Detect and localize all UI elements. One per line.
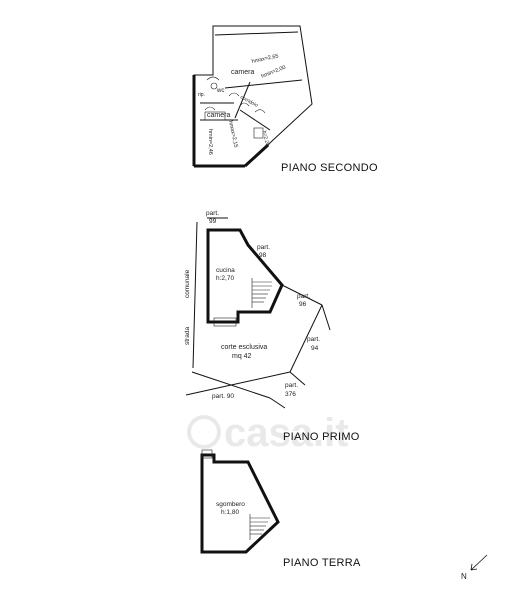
street-label-strada: strada (184, 327, 191, 345)
court-bottom-line (185, 371, 291, 396)
plan-second-floor: camera camera wc rip. corridoio hmax=2,6… (192, 25, 378, 174)
north-arrow-icon: N (461, 554, 488, 581)
parcel-label: part. (206, 210, 219, 217)
title-piano-terra: PIANO TERRA (283, 557, 361, 569)
plan-first-floor: cucina h:2,70 corte esclusiva mq 42 comu… (184, 210, 360, 443)
height-label: h=2,20 (261, 130, 270, 147)
ground-room-name: sgombero (216, 501, 245, 508)
street-label-comunale: comunale (184, 269, 191, 298)
threshold-marker (201, 449, 213, 459)
kitchen-name: cucina (216, 267, 235, 274)
sink-icon (210, 82, 218, 90)
parcel-number: 96 (299, 301, 307, 308)
stair-fixture (253, 127, 264, 139)
door-swing-icon (254, 109, 266, 114)
second-corridor-line (239, 109, 271, 131)
door-swing-icon (204, 106, 216, 111)
second-inner-line-2 (234, 81, 251, 119)
stairs (251, 278, 272, 308)
parcel-number: 98 (259, 252, 267, 259)
stairs (249, 514, 270, 540)
parcel-number: 94 (311, 345, 319, 352)
watermark-text: casa.it (224, 411, 349, 455)
parcel-label: part. (285, 382, 298, 389)
kitchen-walls (206, 228, 284, 324)
height-label: hmin=2,00 (261, 65, 287, 80)
ground-walls (200, 453, 280, 554)
parcel-label: part. (307, 336, 320, 343)
parcel-90-line (191, 371, 271, 399)
north-label: N (461, 572, 467, 581)
second-inner-top (214, 31, 299, 36)
height-label: hmax=2,15 (227, 120, 239, 148)
parcel-96-line (281, 284, 323, 306)
ground-room-height: h:1,80 (221, 509, 239, 516)
title-piano-primo: PIANO PRIMO (283, 431, 360, 443)
room-label-ripostiglio: rip. (198, 92, 205, 98)
room-label-camera-lower: camera (207, 112, 230, 119)
parcel-number: 376 (285, 391, 296, 398)
parcel-label: part. 90 (212, 393, 234, 400)
door-swing-icon (206, 76, 220, 81)
watermark: casa.it (187, 411, 349, 455)
parcel-94-line (321, 304, 331, 331)
street-boundary-line (192, 221, 198, 369)
room-label-camera-upper: camera (231, 69, 254, 76)
parcel-label: part. (257, 244, 270, 251)
threshold-marker (204, 111, 226, 121)
second-inner-line-1 (224, 79, 303, 89)
door-swing-icon (239, 102, 250, 107)
parcel-90-line (269, 397, 286, 409)
parcel-number: 99 (209, 218, 217, 225)
room-label-wc: wc (216, 88, 224, 94)
door-swing-icon (228, 92, 240, 97)
parcel-94-line (289, 304, 323, 373)
height-label: hmin=2,46 (207, 129, 213, 155)
court-name: corte esclusiva (221, 344, 267, 351)
second-diag-wall (243, 143, 270, 168)
parcel-label: part. (297, 293, 310, 300)
court-area: mq 42 (232, 353, 252, 360)
plan-ground-floor: sgombero h:1,80 PIANO TERRA (200, 449, 361, 569)
kitchen-height: h:2,70 (216, 275, 234, 282)
height-label: hmax=2,65 (251, 53, 279, 65)
threshold-marker (213, 317, 237, 327)
parcel-376-line (289, 371, 306, 386)
title-piano-secondo: PIANO SECONDO (281, 162, 378, 174)
